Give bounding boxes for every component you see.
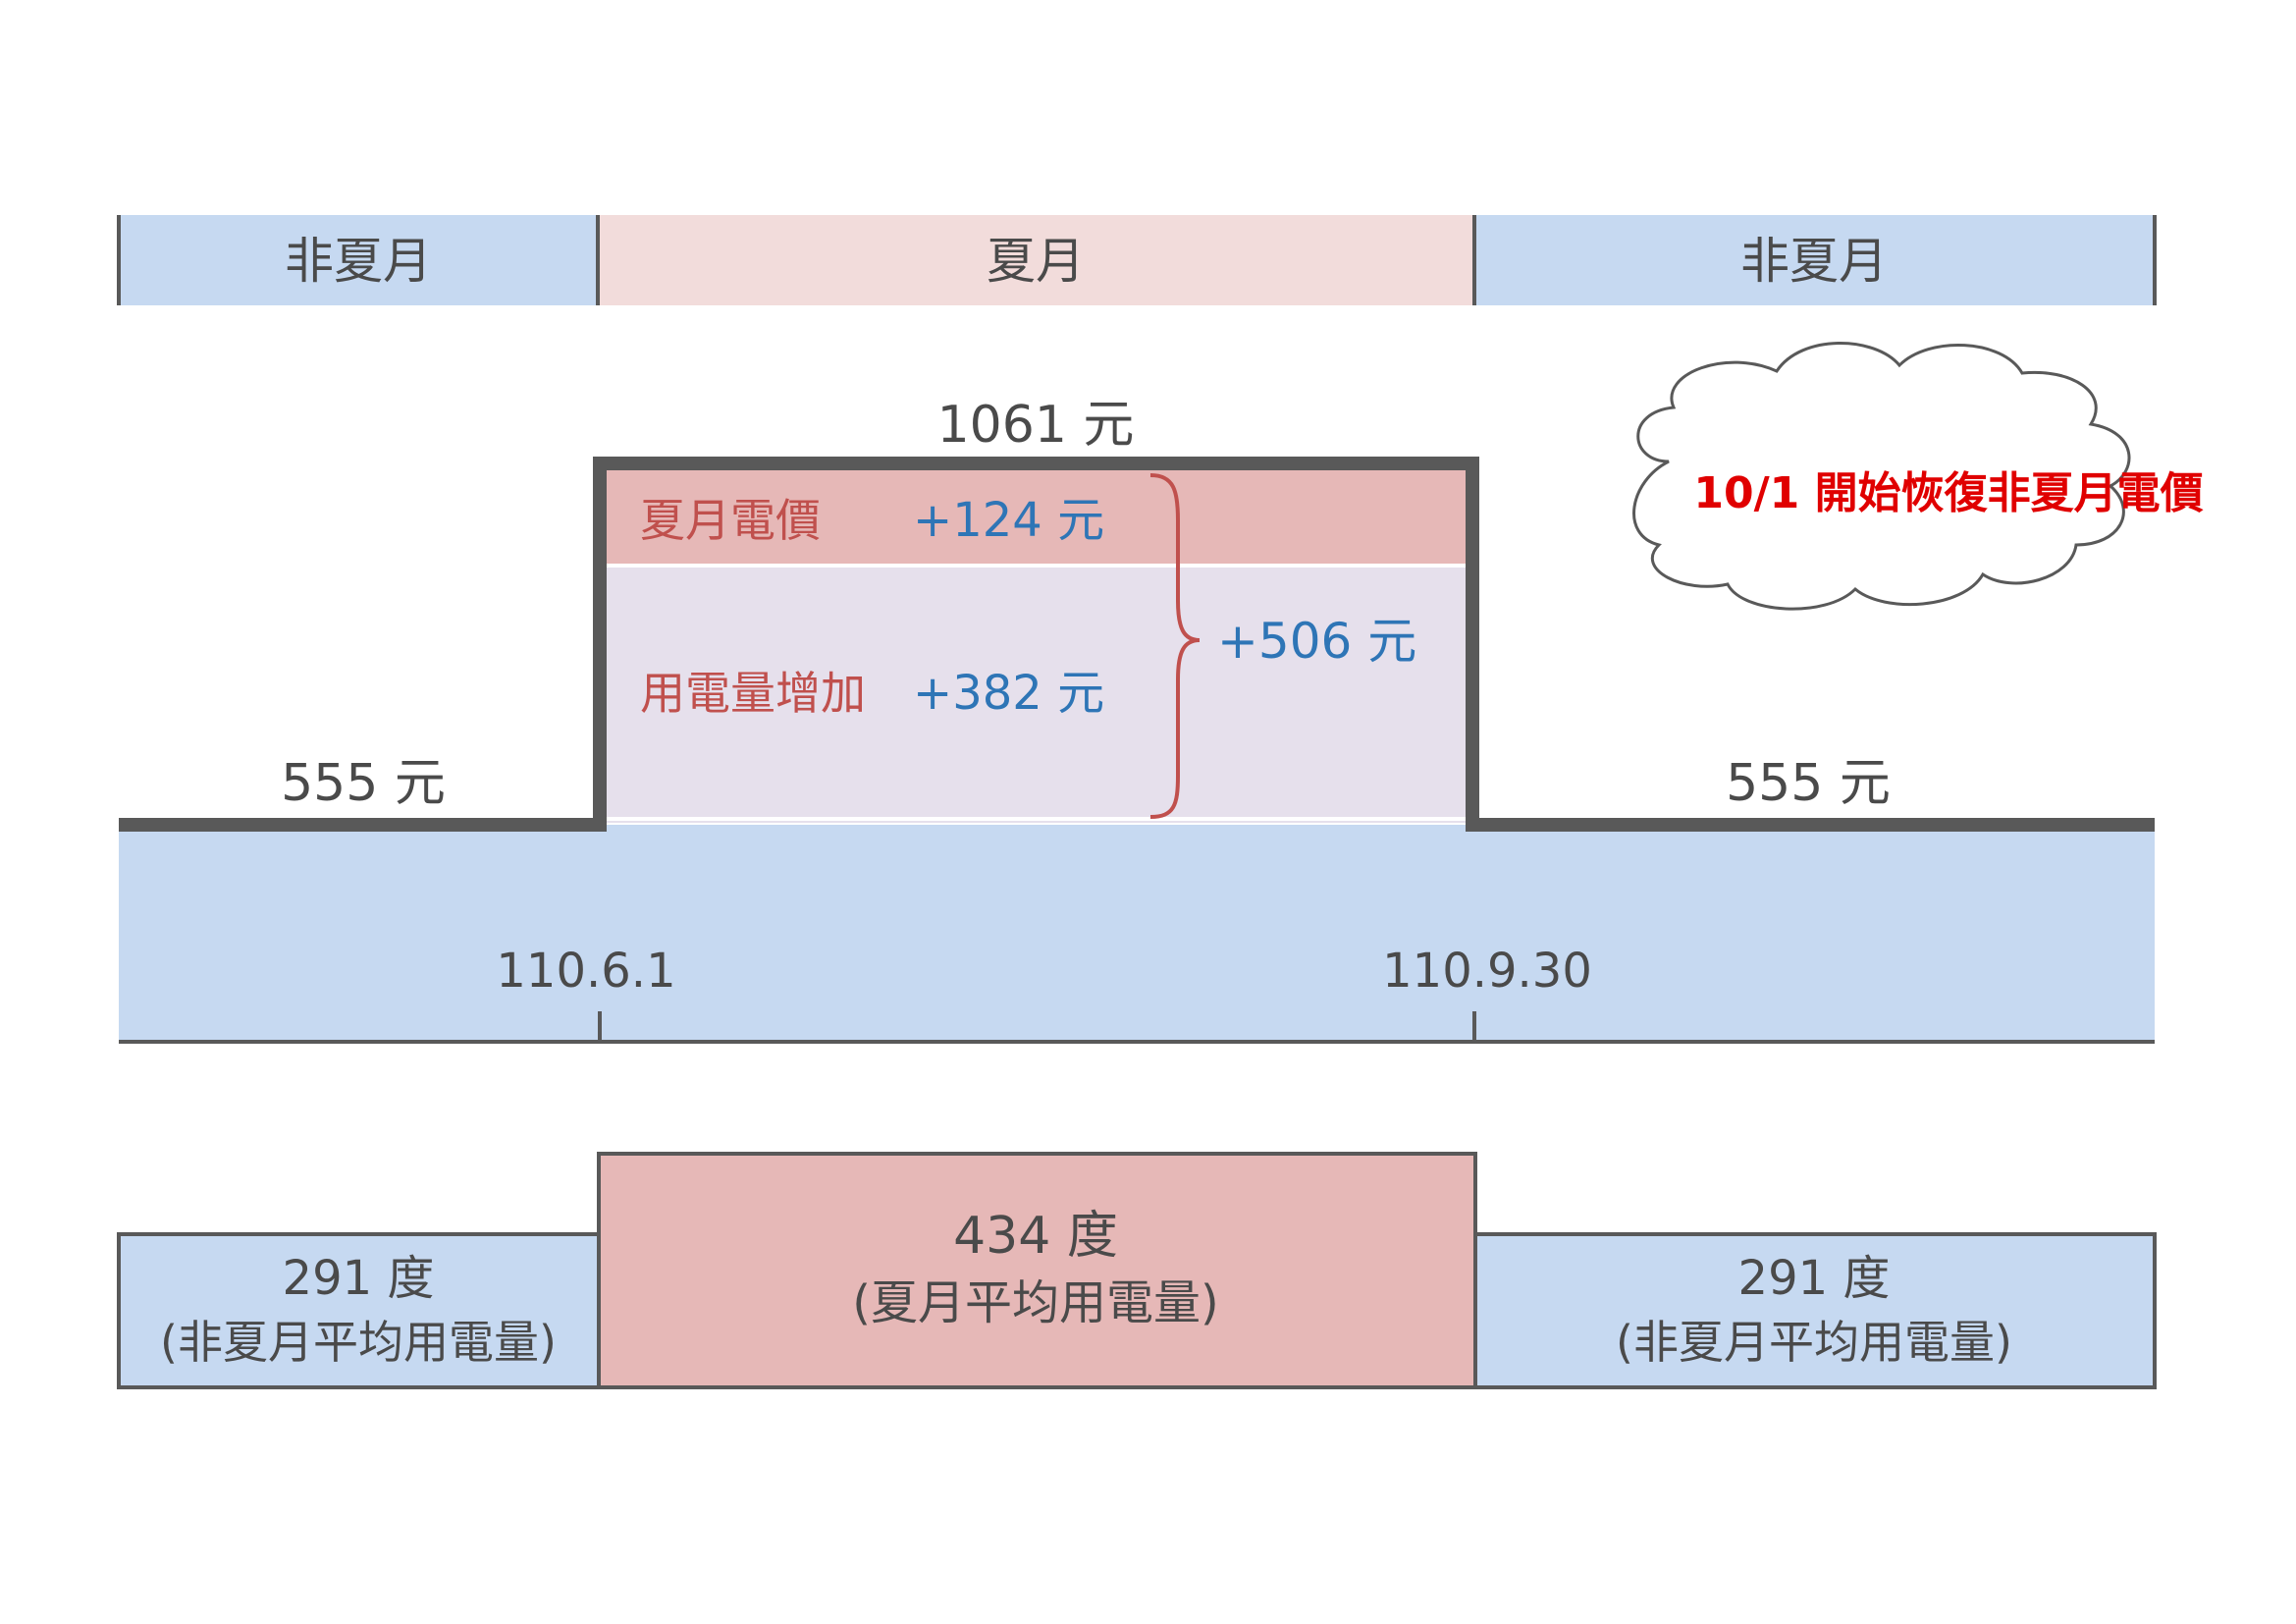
- season-left-block: [119, 215, 598, 305]
- usage-left-block: [117, 1232, 601, 1389]
- usage-increase-value: +382 元: [913, 666, 1104, 721]
- season-middle-label: 夏月: [987, 233, 1085, 290]
- season-right-label: 非夏月: [1740, 233, 1888, 290]
- base-bill-area: [119, 825, 2155, 1043]
- total-increase-value: +506 元: [1217, 613, 1416, 670]
- usage-left-value: 291 度: [283, 1251, 435, 1306]
- cloud-callout: 10/1 開始恢復非夏月電價: [1632, 342, 2204, 611]
- date-end-label: 110.9.30: [1382, 944, 1592, 999]
- nonsummer-right-bill-label: 555 元: [1726, 754, 1891, 813]
- summer-total-label: 1061 元: [937, 396, 1135, 455]
- usage-blocks: 291 度 (非夏月平均用電量) 434 度 (夏月平均用電量) 291 度 (…: [117, 1152, 2157, 1389]
- bill-step-outline: [119, 457, 2155, 832]
- season-left-label: 非夏月: [285, 233, 432, 290]
- nonsummer-left-bill-label: 555 元: [281, 754, 446, 813]
- season-bar: 非夏月 夏月 非夏月: [117, 215, 2157, 305]
- cloud-text: 10/1 開始恢復非夏月電價: [1693, 468, 2203, 518]
- usage-middle-value: 434 度: [953, 1207, 1118, 1266]
- usage-middle-desc: (夏月平均用電量): [852, 1275, 1218, 1330]
- summer-rate-label: 夏月電價: [640, 494, 821, 547]
- usage-increase-label: 用電量增加: [640, 667, 866, 720]
- usage-right-block: [1473, 1232, 2157, 1389]
- season-right-block: [1474, 215, 2155, 305]
- summer-rate-value: +124 元: [913, 493, 1104, 548]
- usage-right-desc: (非夏月平均用電量): [1616, 1316, 2012, 1369]
- season-middle-block: [598, 215, 1474, 305]
- bill-chart: 1061 元 555 元 555 元 夏月電價 +124 元 用電量增加 +38…: [119, 396, 2155, 1044]
- usage-middle-block: [597, 1152, 1477, 1389]
- summer-rate-block: [606, 469, 1467, 565]
- cloud-shape: [1632, 342, 2131, 611]
- usage-increase-block: [606, 565, 1467, 823]
- usage-right-value: 291 度: [1738, 1251, 1891, 1306]
- date-start-label: 110.6.1: [496, 944, 675, 999]
- total-increase-brace: [1149, 473, 1201, 819]
- usage-left-desc: (非夏月平均用電量): [160, 1316, 557, 1369]
